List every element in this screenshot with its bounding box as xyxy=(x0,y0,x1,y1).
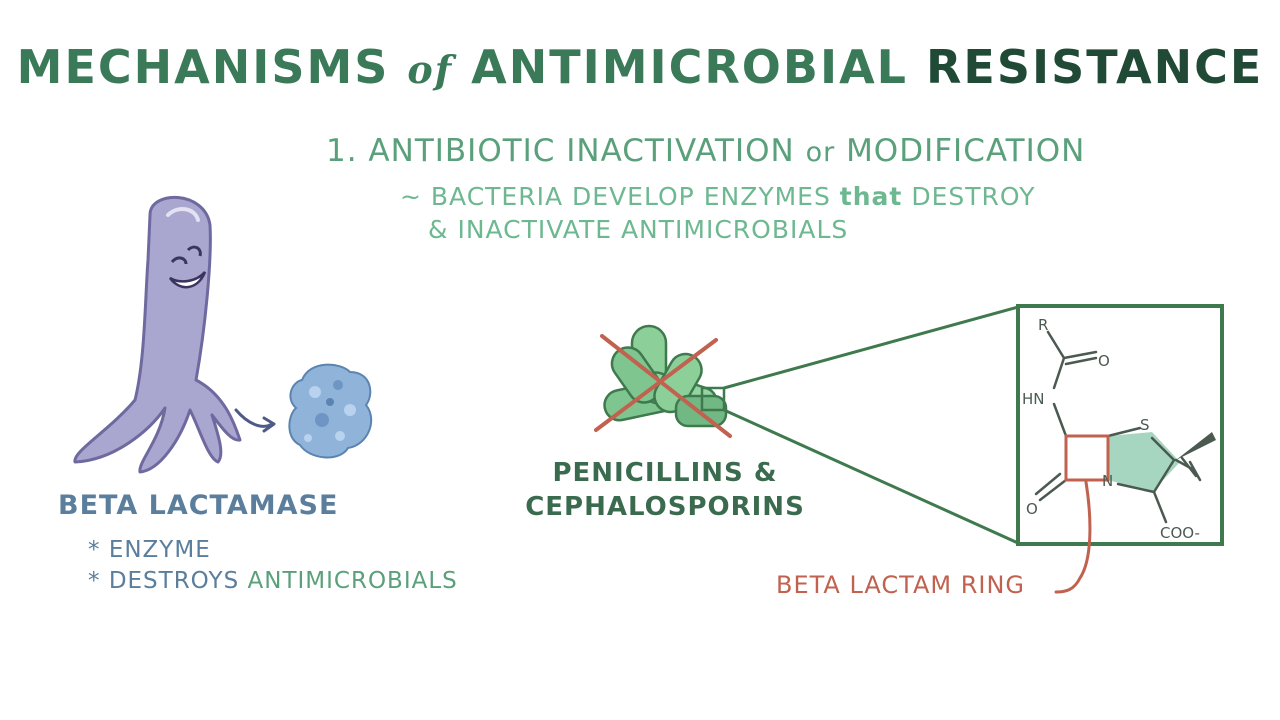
desc-line1-that: that xyxy=(839,182,903,211)
bullet-mark: * xyxy=(88,568,101,594)
heading-part-b: MODIFICATION xyxy=(846,133,1086,169)
bullet-2-text-a: DESTROYS xyxy=(108,568,240,594)
atom-hn: HN xyxy=(1022,390,1045,408)
bullet-mark: * xyxy=(88,537,101,563)
heading-part-a: 1. ANTIBIOTIC INACTIVATION xyxy=(326,133,795,169)
slide-title: MECHANISMS of ANTIMICROBIAL RESISTANCE xyxy=(0,40,1280,94)
bacterium-illustration xyxy=(73,195,276,474)
title-word-mechanisms: MECHANISMS xyxy=(16,40,390,94)
atom-o-bottom: O xyxy=(1026,500,1038,518)
desc-line1-b: DESTROY xyxy=(911,182,1036,211)
desc-line1-a: ~ BACTERIA DEVELOP ENZYMES xyxy=(400,182,831,211)
zoom-lines xyxy=(723,305,1019,545)
title-word-of: of xyxy=(407,47,454,92)
title-word-antimicrobial: ANTIMICROBIAL xyxy=(471,40,908,94)
wedge-bond xyxy=(1176,432,1216,460)
atom-o-top: O xyxy=(1098,352,1110,370)
atom-n: N xyxy=(1102,472,1113,490)
ring-label-pointer xyxy=(1054,480,1092,594)
drug-label-line2: CEPHALOSPORINS xyxy=(525,492,805,522)
bacterium-body xyxy=(73,195,242,474)
beta-lactam-square xyxy=(1064,434,1110,482)
enzyme-bullet-2: * DESTROYS ANTIMICROBIALS xyxy=(88,568,458,594)
atom-s: S xyxy=(1140,416,1150,434)
mechanism-desc-line2: & INACTIVATE ANTIMICROBIALS xyxy=(428,215,849,244)
bullet-2-text-b: ANTIMICROBIALS xyxy=(247,568,458,594)
arrow-icon xyxy=(234,408,274,428)
cross-icon xyxy=(594,334,732,438)
beta-lactam-ring-label: BETA LACTAM RING xyxy=(776,571,1026,599)
enzyme-name: BETA LACTAMASE xyxy=(58,490,339,521)
structure-zoom-box xyxy=(1016,304,1224,546)
enzyme-blob-illustration xyxy=(288,363,373,459)
atom-r: R xyxy=(1038,316,1048,334)
heading-or: or xyxy=(805,137,836,168)
group-coo: COO- xyxy=(1160,524,1200,542)
bacterium-grin xyxy=(168,271,207,289)
enzyme-bullet-1: * ENZYME xyxy=(88,537,211,563)
bullet-1-text: ENZYME xyxy=(108,537,211,563)
beta-lactam-structure: R O HN S N O COO- xyxy=(1022,316,1216,594)
mechanism-desc-line1: ~ BACTERIA DEVELOP ENZYMES that DESTROY xyxy=(400,182,1035,211)
drug-label-line1: PENICILLINS & xyxy=(552,458,778,488)
title-word-resistance: RESISTANCE xyxy=(926,40,1264,94)
mechanism-heading: 1. ANTIBIOTIC INACTIVATION or MODIFICATI… xyxy=(326,133,1085,169)
